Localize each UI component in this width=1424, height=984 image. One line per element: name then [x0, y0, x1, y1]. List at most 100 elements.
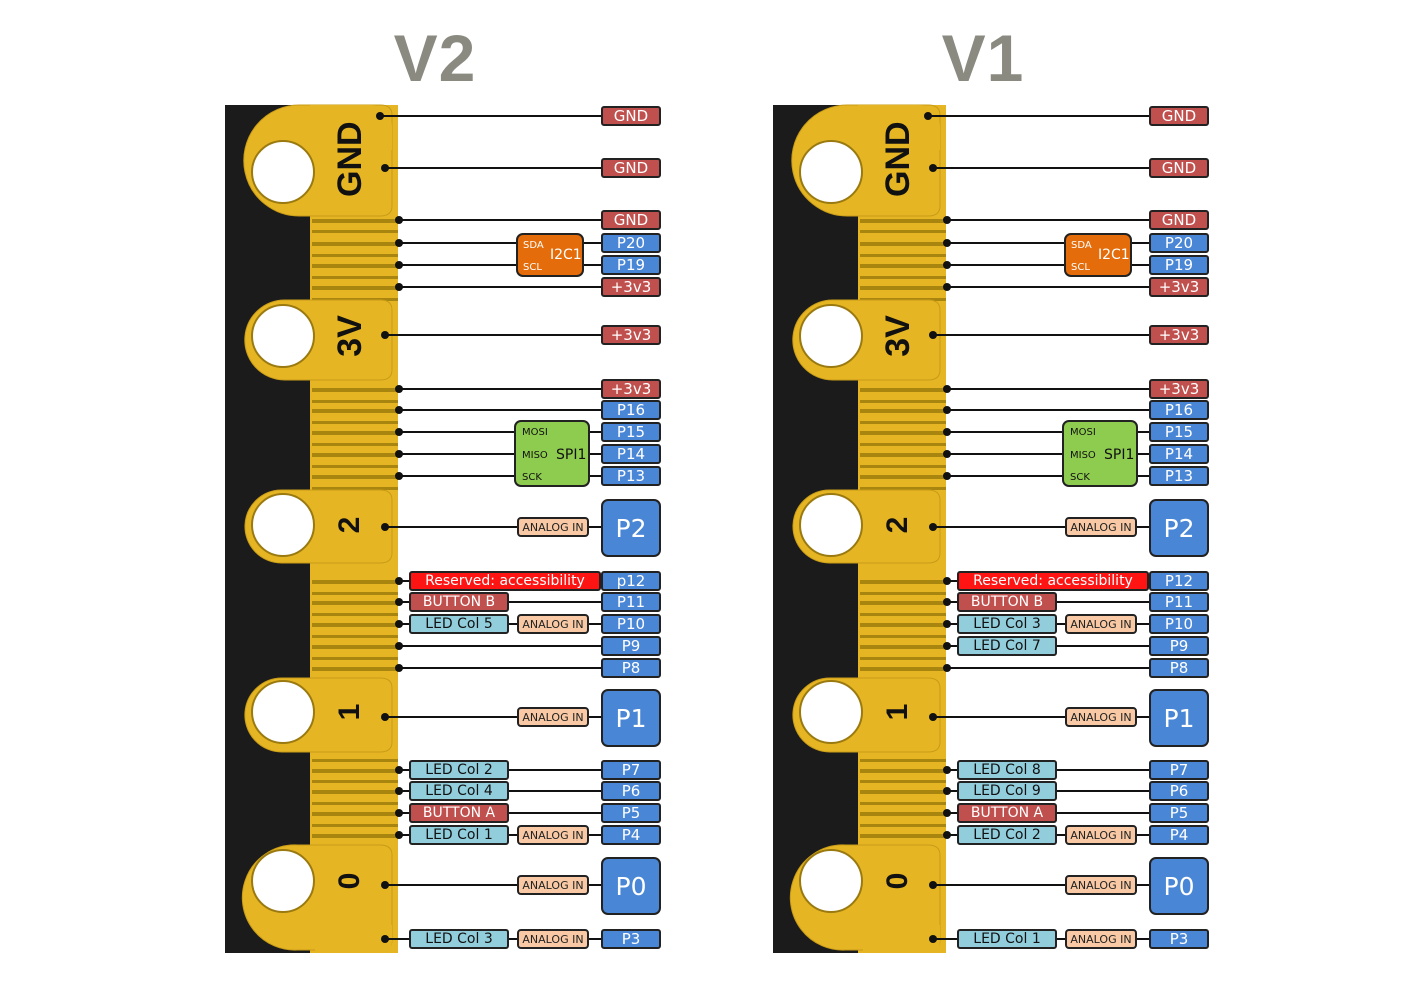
pin-label-p2[interactable]: P2: [1149, 499, 1209, 557]
pin-label-p16[interactable]: P16: [1149, 400, 1209, 420]
pin-label-p11[interactable]: P11: [1149, 592, 1209, 612]
pin-label-p0[interactable]: P0: [1149, 857, 1209, 915]
pin-label-p7[interactable]: P7: [601, 760, 661, 780]
reserved-accessibility-label: Reserved: accessibility: [957, 571, 1149, 591]
pin-label-p14[interactable]: P14: [1149, 444, 1209, 464]
pin-label-p13[interactable]: P13: [1149, 466, 1209, 486]
pin-label-gnd3[interactable]: GND: [1149, 210, 1209, 230]
pin-label-p12[interactable]: p12: [601, 571, 661, 591]
edge-pin-stripe: [860, 400, 946, 403]
pin-label-p6[interactable]: P6: [601, 781, 661, 801]
pin-label-p20[interactable]: P20: [1149, 233, 1209, 253]
pin-wire-dot: [395, 642, 403, 650]
board-title: V1: [941, 21, 1025, 95]
pin-label-v3a[interactable]: +3v3: [601, 277, 661, 297]
pin-wire-dot: [943, 577, 951, 585]
edge-pin-stripe: [860, 645, 946, 649]
pad-hole: [251, 493, 315, 557]
edge-pin-stripe: [860, 388, 946, 392]
pin-label-p15[interactable]: P15: [601, 422, 661, 442]
led-col-label: LED Col 1: [957, 929, 1057, 949]
edge-pin-stripe: [860, 824, 946, 827]
pin-label-p15[interactable]: P15: [1149, 422, 1209, 442]
pin-wire-dot: [395, 620, 403, 628]
pin-wire-dot: [395, 787, 403, 795]
pin-label-p13[interactable]: P13: [601, 466, 661, 486]
pin-label-gnd3[interactable]: GND: [601, 210, 661, 230]
pin-label-p4[interactable]: P4: [1149, 825, 1209, 845]
pin-label-p20[interactable]: P20: [601, 233, 661, 253]
i2c-scl-label: SCL: [523, 262, 542, 273]
pin-label-gnd1[interactable]: GND: [1149, 106, 1209, 126]
edge-pin-stripe: [312, 230, 398, 233]
led-col-label: LED Col 4: [409, 781, 509, 801]
pin-label-p9[interactable]: P9: [1149, 636, 1209, 656]
pin-label-p5[interactable]: P5: [1149, 803, 1209, 823]
pin-label-p16[interactable]: P16: [601, 400, 661, 420]
pin-label-p19[interactable]: P19: [1149, 255, 1209, 275]
edge-pin-stripe: [312, 613, 398, 616]
pin-label-v3c[interactable]: +3v3: [1149, 379, 1209, 399]
pin-label-p0[interactable]: P0: [601, 857, 661, 915]
edge-pin-stripe: [860, 657, 946, 660]
edge-pin-stripe: [860, 475, 946, 479]
pin-label-p8[interactable]: P8: [1149, 658, 1209, 678]
pin-label-p2[interactable]: P2: [601, 499, 661, 557]
edge-pin-stripe: [312, 276, 398, 279]
pad-label-v3: 3V: [879, 315, 917, 357]
pin-label-gnd2[interactable]: GND: [1149, 158, 1209, 178]
pin-label-p8[interactable]: P8: [601, 658, 661, 678]
pin-label-v3a[interactable]: +3v3: [1149, 277, 1209, 297]
i2c-sda-label: SDA: [1071, 240, 1092, 251]
pin-label-gnd2[interactable]: GND: [601, 158, 661, 178]
led-col-label: LED Col 9: [957, 781, 1057, 801]
edge-pin-stripe: [860, 286, 946, 290]
edge-pin-stripe: [312, 580, 398, 584]
pin-wire-dot: [943, 620, 951, 628]
pin-label-p7[interactable]: P7: [1149, 760, 1209, 780]
analog-in-badge: ANALOG IN: [517, 929, 589, 949]
analog-in-badge: ANALOG IN: [1065, 517, 1137, 537]
pin-label-p3[interactable]: P3: [1149, 929, 1209, 949]
edge-pin-stripe: [860, 812, 946, 816]
pin-label-p1[interactable]: P1: [1149, 689, 1209, 747]
pin-label-p5[interactable]: P5: [601, 803, 661, 823]
edge-pin-stripe: [312, 453, 398, 457]
pin-label-p12[interactable]: P12: [1149, 571, 1209, 591]
pin-wire-dot: [943, 283, 951, 291]
spi-name: SPI1: [1104, 447, 1135, 463]
pin-label-p11[interactable]: P11: [601, 592, 661, 612]
edge-pin-stripe: [312, 635, 398, 638]
pin-wire-dot: [943, 809, 951, 817]
pin-wire-dot: [395, 598, 403, 606]
edge-connector-graphic: [225, 104, 601, 953]
pin-label-p6[interactable]: P6: [1149, 781, 1209, 801]
edge-pin-stripe: [312, 802, 398, 805]
pin-wire-dot: [929, 881, 937, 889]
pin-label-p3[interactable]: P3: [601, 929, 661, 949]
pin-label-p1[interactable]: P1: [601, 689, 661, 747]
pin-label-p9[interactable]: P9: [601, 636, 661, 656]
pad-hole: [799, 140, 863, 204]
pin-label-p19[interactable]: P19: [601, 255, 661, 275]
pin-label-p10[interactable]: P10: [1149, 614, 1209, 634]
pad-label-p0: 0: [881, 872, 914, 890]
edge-pin-stripe: [312, 475, 398, 479]
edge-pin-stripe: [312, 400, 398, 403]
pin-label-v3c[interactable]: +3v3: [601, 379, 661, 399]
edge-pin-stripe: [312, 465, 398, 468]
analog-in-badge: ANALOG IN: [517, 614, 589, 634]
pin-label-p10[interactable]: P10: [601, 614, 661, 634]
pin-label-gnd1[interactable]: GND: [601, 106, 661, 126]
pin-label-p4[interactable]: P4: [601, 825, 661, 845]
pin-label-v3b[interactable]: +3v3: [601, 325, 661, 345]
pin-wire-dot: [395, 428, 403, 436]
pin-label-p14[interactable]: P14: [601, 444, 661, 464]
pin-label-v3b[interactable]: +3v3: [1149, 325, 1209, 345]
led-col-label: LED Col 3: [957, 614, 1057, 634]
edge-pin-stripe: [312, 824, 398, 827]
pin-wire-dot: [381, 881, 389, 889]
